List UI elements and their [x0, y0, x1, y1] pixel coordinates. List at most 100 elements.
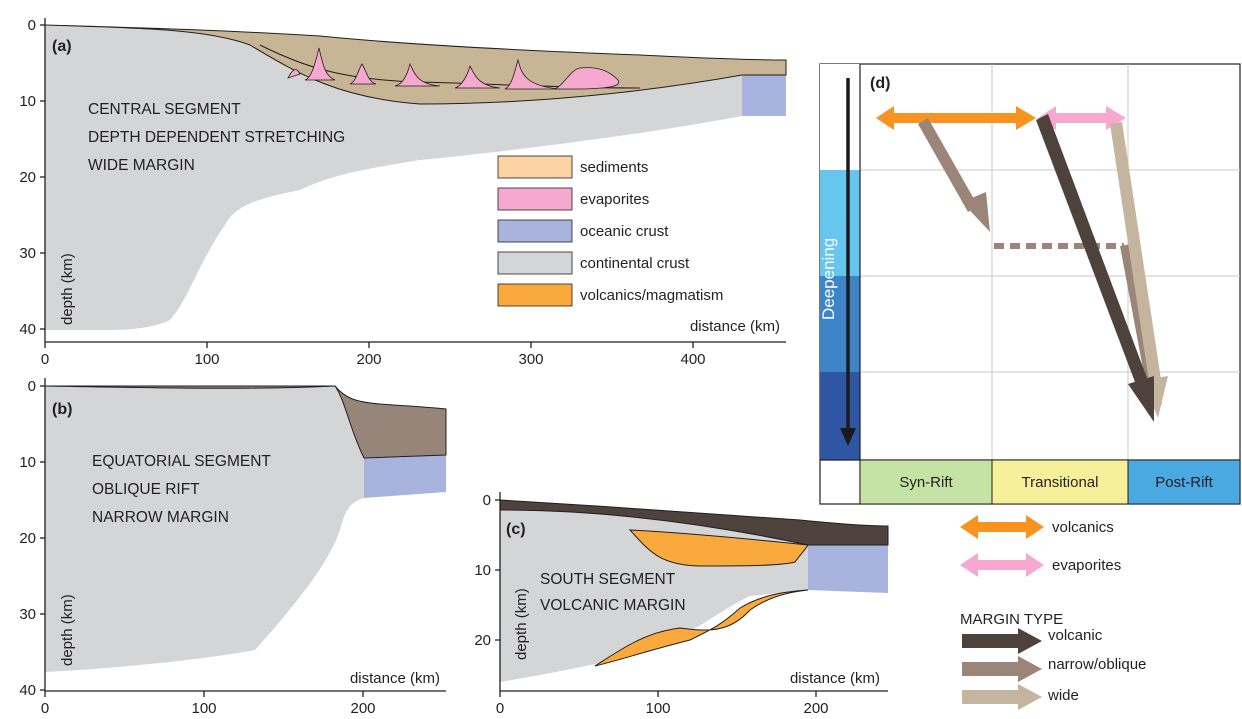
x-tick-label: 0 — [41, 700, 49, 717]
y-axis-title-c: depth (km) — [513, 588, 530, 660]
x-tick-label: 100 — [191, 700, 216, 717]
y-tick-label: 30 — [19, 245, 36, 262]
segment-label-line: EQUATORIAL SEGMENT — [92, 453, 271, 470]
y-tick-label: 10 — [19, 454, 36, 471]
narrow-key-arrow — [962, 656, 1042, 682]
y-tick-label: 40 — [19, 321, 36, 338]
x-ticks-a: 0 100 200 300 400 — [41, 342, 706, 368]
legend: sediments evaporites oceanic crust conti… — [497, 155, 723, 307]
legend-swatch-oceanic — [497, 219, 573, 243]
segment-label-line: DEPTH DEPENDENT STRETCHING — [88, 129, 345, 146]
x-axis-title-b: distance (km) — [350, 670, 440, 687]
legend-label: volcanics/magmatism — [580, 287, 723, 304]
y-axis-title-a: depth (km) — [59, 253, 76, 325]
segment-label-line: NARROW MARGIN — [92, 509, 229, 526]
y-tick-label: 20 — [19, 530, 36, 547]
panel-a: 0 10 20 30 40 0 100 200 300 400 (a) CENT… — [19, 17, 787, 368]
panel-letter-d: (d) — [870, 75, 890, 92]
deepening-label: Deepening — [819, 238, 838, 320]
legend-label: continental crust — [580, 255, 690, 272]
phase-label: Syn-Rift — [899, 474, 953, 491]
y-tick-label: 0 — [28, 378, 36, 395]
y-tick-label: 10 — [19, 93, 36, 110]
y-tick-label: 0 — [28, 17, 36, 34]
legend-swatch-sediments — [497, 155, 573, 179]
key-margin-label: wide — [1047, 687, 1079, 704]
panel-b: 0 10 20 30 40 0 100 200 (b) EQUATORIAL S… — [19, 378, 447, 717]
segment-label-line: WIDE MARGIN — [88, 157, 195, 174]
x-tick-label: 200 — [803, 700, 828, 717]
segment-label-line: SOUTH SEGMENT — [540, 571, 676, 588]
panel-c: 0 10 20 0 100 200 (c) SOUTH SEGMENT VOLC… — [474, 492, 889, 717]
x-ticks-c: 0 100 200 — [496, 691, 829, 717]
arrow-key: volcanics evaporites MARGIN TYPE volcani… — [960, 515, 1146, 710]
segment-label-line: VOLCANIC MARGIN — [540, 597, 686, 614]
y-tick-label: 20 — [474, 632, 491, 649]
x-tick-label: 300 — [518, 351, 543, 368]
key-evaporites-label: evaporites — [1052, 557, 1121, 574]
key-margin-label: narrow/oblique — [1048, 656, 1146, 673]
panel-letter-a: (a) — [52, 38, 72, 55]
depth-band-3 — [820, 372, 860, 460]
panel-d: Syn-Rift Transitional Post-Rift Deepenin… — [819, 63, 1241, 505]
depth-band-1 — [820, 170, 860, 276]
oceanic-crust-b — [364, 455, 446, 498]
volcanics-lower-c — [594, 589, 809, 667]
legend-swatch-volcanics — [497, 283, 573, 307]
phase-label: Transitional — [1022, 474, 1099, 491]
phase-label: Post-Rift — [1155, 474, 1213, 491]
continental-crust-b — [45, 386, 364, 672]
wide-key-arrow — [962, 684, 1042, 710]
sediment-c — [499, 499, 889, 546]
y-ticks-c: 0 10 20 — [474, 492, 500, 649]
sediment-b — [44, 385, 447, 459]
legend-label: sediments — [580, 159, 648, 176]
y-tick-label: 20 — [19, 169, 36, 186]
volcanics-key-arrow — [960, 515, 1044, 539]
y-tick-label: 30 — [19, 606, 36, 623]
x-axis-title-c: distance (km) — [790, 670, 880, 687]
volcanic-margin-arrow — [1036, 114, 1154, 422]
continental-crust-a — [45, 25, 742, 330]
phase-syn-rift — [859, 459, 993, 505]
key-margin-label: volcanic — [1048, 627, 1103, 644]
oceanic-crust-a — [742, 75, 786, 116]
y-tick-label: 0 — [483, 492, 491, 509]
y-tick-label: 10 — [474, 562, 491, 579]
y-ticks-a: 0 10 20 30 40 — [19, 17, 45, 338]
x-tick-label: 0 — [41, 351, 49, 368]
x-tick-label: 100 — [645, 700, 670, 717]
segment-label-line: OBLIQUE RIFT — [92, 481, 200, 498]
oceanic-crust-c — [808, 545, 888, 593]
salt-diapirs — [287, 47, 620, 90]
depth-band-0 — [820, 64, 860, 170]
x-axis-title-a: distance (km) — [690, 318, 780, 335]
y-ticks-b: 0 10 20 30 40 — [19, 378, 45, 699]
volcanics-range-arrow — [876, 106, 1036, 130]
x-tick-label: 100 — [194, 351, 219, 368]
x-tick-label: 0 — [496, 700, 504, 717]
panel-letter-b: (b) — [52, 401, 72, 418]
deepening-arrow-head — [840, 428, 856, 446]
x-tick-label: 400 — [680, 351, 705, 368]
legend-label: oceanic crust — [580, 223, 669, 240]
x-tick-label: 200 — [350, 700, 375, 717]
depth-band-2 — [820, 276, 860, 372]
phase-transitional — [991, 459, 1129, 505]
y-axis-title-b: depth (km) — [59, 594, 76, 666]
legend-label: evaporites — [580, 191, 649, 208]
panel-letter-c: (c) — [506, 521, 526, 538]
panel-d-frame — [819, 63, 1241, 505]
evaporites-key-arrow — [960, 553, 1044, 577]
y-tick-label: 40 — [19, 682, 36, 699]
volcanics-upper-c — [628, 529, 809, 567]
phase-post-rift — [1127, 459, 1241, 505]
segment-label-line: CENTRAL SEGMENT — [88, 101, 241, 118]
x-tick-label: 200 — [356, 351, 381, 368]
margin-type-title: MARGIN TYPE — [960, 611, 1063, 628]
legend-swatch-continental — [497, 251, 573, 275]
volcanic-key-arrow — [962, 628, 1042, 654]
key-volcanics-label: volcanics — [1052, 519, 1114, 536]
x-ticks-b: 0 100 200 — [41, 691, 376, 717]
